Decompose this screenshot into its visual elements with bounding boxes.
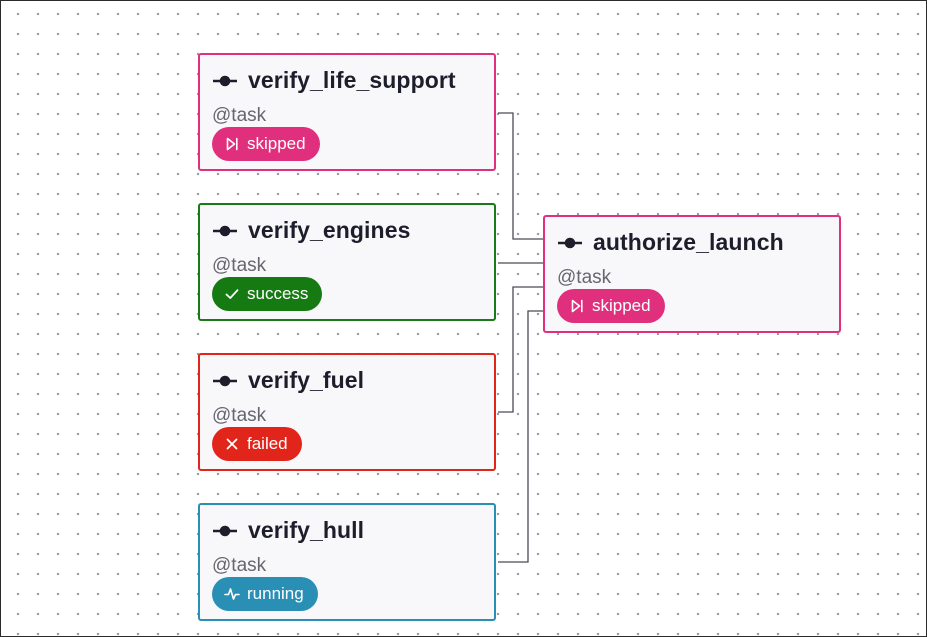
node-type-label: @task <box>212 105 267 126</box>
operator-icon <box>213 75 237 86</box>
task-node-verify-hull[interactable]: verify_hull @task running <box>198 503 496 621</box>
operator-icon <box>213 225 237 236</box>
skip-icon <box>571 299 583 313</box>
node-title: verify_fuel <box>248 367 365 393</box>
operator-icon <box>558 237 582 248</box>
status-label: failed <box>247 434 288 453</box>
status-badge: skipped <box>212 127 320 161</box>
status-badge: success <box>212 277 323 311</box>
operator-icon <box>213 525 237 536</box>
edge-hull-to-authorize <box>498 310 544 563</box>
task-node-verify-fuel[interactable]: verify_fuel @task failed <box>198 353 496 471</box>
node-type-label: @task <box>212 255 267 276</box>
edge-fuel-to-authorize <box>498 286 544 413</box>
check-icon <box>225 289 239 299</box>
node-type-label: @task <box>212 555 267 576</box>
operator-icon <box>213 375 237 386</box>
status-badge: running <box>212 577 318 611</box>
status-badge: failed <box>212 427 302 461</box>
node-title: verify_life_support <box>248 67 456 93</box>
task-node-verify-life-support[interactable]: verify_life_support @task skipped <box>198 53 496 171</box>
node-type-label: @task <box>212 405 267 426</box>
node-header: verify_fuel <box>212 367 364 394</box>
edge-life-support-to-authorize <box>498 112 544 240</box>
activity-icon <box>224 588 240 600</box>
skip-icon <box>226 137 238 151</box>
node-header: verify_engines <box>212 217 410 244</box>
node-title: verify_hull <box>248 517 365 543</box>
status-label: success <box>247 284 309 303</box>
node-title: verify_engines <box>248 217 411 243</box>
status-label: skipped <box>247 134 306 153</box>
x-icon <box>226 438 238 450</box>
node-header: verify_life_support <box>212 67 456 94</box>
status-label: running <box>247 584 304 603</box>
task-node-authorize-launch[interactable]: authorize_launch @task skipped <box>543 215 841 333</box>
node-type-label: @task <box>557 267 612 288</box>
status-badge: skipped <box>557 289 665 323</box>
node-header: authorize_launch <box>557 229 784 256</box>
node-header: verify_hull <box>212 517 364 544</box>
node-title: authorize_launch <box>593 229 784 255</box>
status-label: skipped <box>592 296 651 315</box>
task-node-verify-engines[interactable]: verify_engines @task success <box>198 203 496 321</box>
